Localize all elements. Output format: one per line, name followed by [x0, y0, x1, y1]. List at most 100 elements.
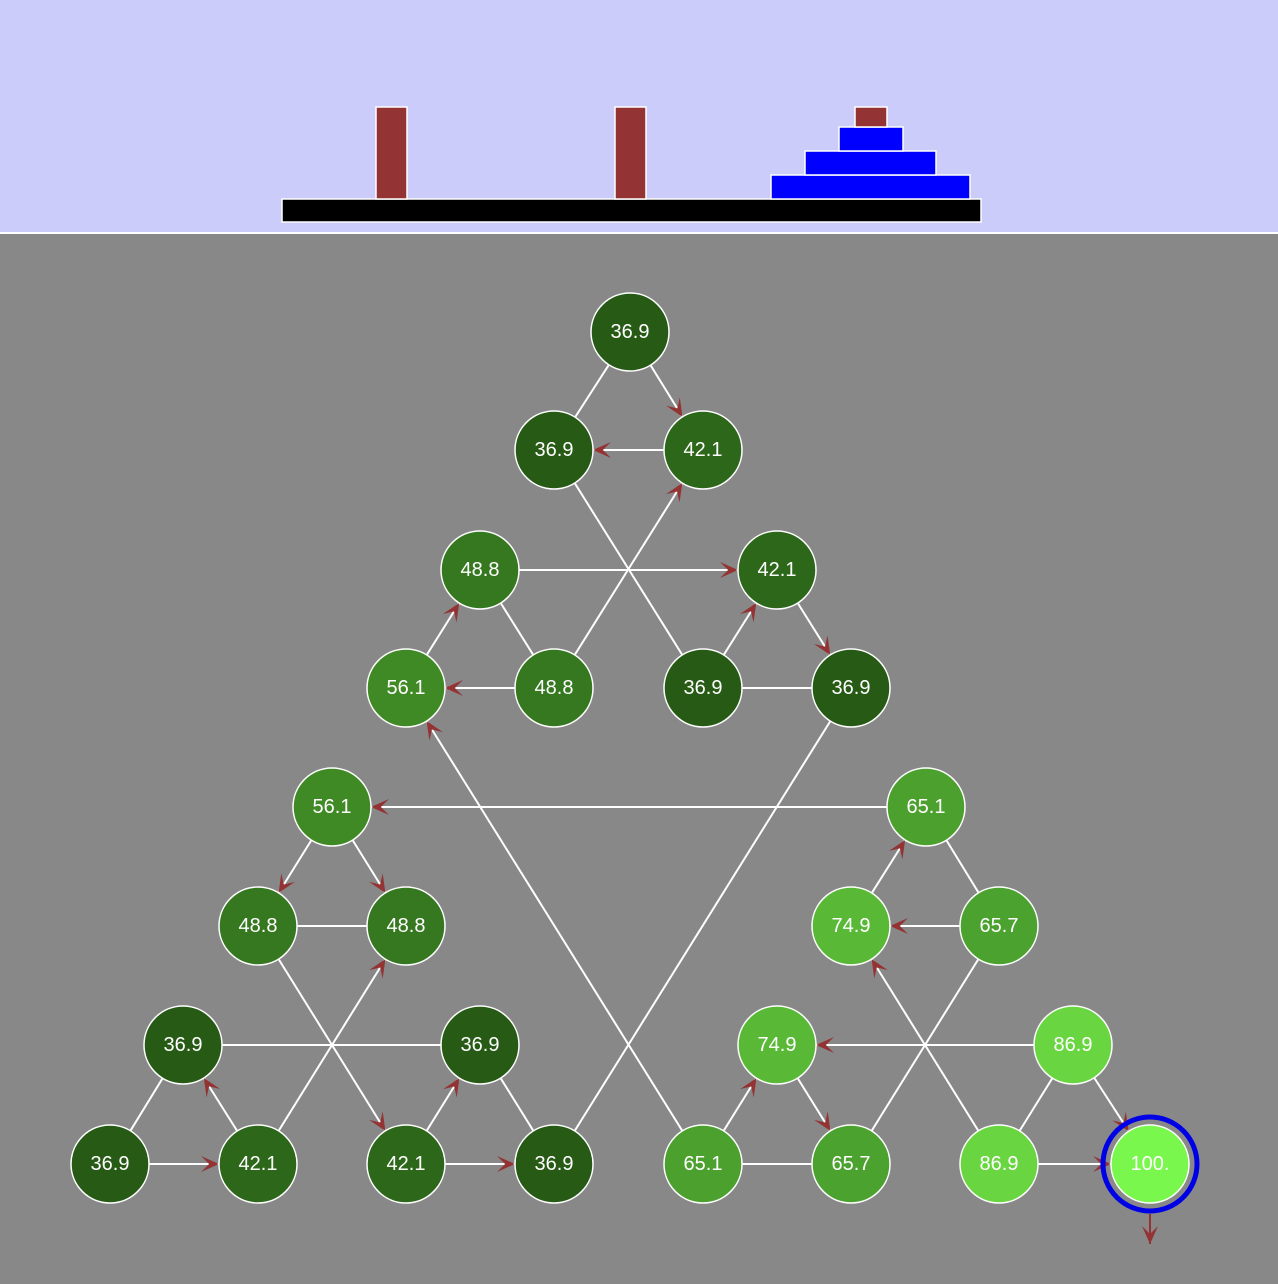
state-node-circle[interactable] [663, 1124, 743, 1204]
state-node[interactable]: 42.1 [737, 530, 817, 610]
state-node-value: 74.9 [832, 915, 871, 937]
state-node[interactable]: 42.1 [218, 1124, 298, 1204]
state-node-value: 36.9 [164, 1034, 203, 1056]
state-node-circle[interactable] [366, 648, 446, 728]
state-node-value: 86.9 [1054, 1034, 1093, 1056]
state-node[interactable]: 65.7 [811, 1124, 891, 1204]
state-node-circle[interactable] [811, 648, 891, 728]
state-node-circle[interactable] [590, 292, 670, 372]
state-node[interactable]: 36.9 [143, 1005, 223, 1085]
move-arrow [497, 1156, 515, 1172]
peg-left[interactable] [375, 106, 408, 200]
peg-middle[interactable] [614, 106, 647, 200]
move-arrow [369, 1111, 386, 1131]
graph-edge [405, 687, 704, 1165]
state-node-circle[interactable] [737, 1005, 817, 1085]
move-arrow [443, 1078, 460, 1098]
state-node-circle[interactable] [366, 1124, 446, 1204]
state-node[interactable]: 56.1 [366, 648, 446, 728]
state-node[interactable]: 74.9 [737, 1005, 817, 1085]
state-node-value: 42.1 [684, 439, 723, 461]
move-arrow [871, 959, 888, 979]
disk-medium[interactable] [804, 150, 937, 176]
move-arrow [888, 839, 906, 860]
state-node-circle[interactable] [70, 1124, 150, 1204]
state-node-circle[interactable] [440, 530, 520, 610]
state-node[interactable]: 86.9 [1033, 1005, 1113, 1085]
state-node-circle[interactable] [143, 1005, 223, 1085]
state-node[interactable]: 48.8 [366, 886, 446, 966]
move-arrow [813, 635, 831, 655]
state-node-circle[interactable] [440, 1005, 520, 1085]
state-node-circle[interactable] [218, 886, 298, 966]
state-node[interactable]: 36.9 [514, 410, 594, 490]
state-node-value: 65.1 [684, 1153, 723, 1175]
state-node[interactable]: 48.8 [514, 648, 594, 728]
state-node-circle[interactable] [737, 530, 817, 610]
disk-smallest[interactable] [854, 106, 888, 128]
state-node[interactable]: 48.8 [440, 530, 520, 610]
state-node-value: 56.1 [313, 796, 352, 818]
state-node-value: 65.1 [907, 796, 946, 818]
state-node-value: 36.9 [684, 677, 723, 699]
state-node-circle[interactable] [514, 1124, 594, 1204]
move-arrow [739, 603, 757, 623]
state-node-circle[interactable] [811, 886, 891, 966]
state-node[interactable]: 100. [1100, 1114, 1200, 1214]
hanoi-board [281, 106, 982, 223]
selected-state-ring [1100, 1114, 1200, 1214]
state-node-value: 86.9 [980, 1153, 1019, 1175]
state-node-circle[interactable] [959, 1124, 1039, 1204]
state-node-value: 74.9 [758, 1034, 797, 1056]
state-node-value: 48.8 [535, 677, 574, 699]
graph-edge [553, 687, 852, 1165]
state-node-circle[interactable] [663, 648, 743, 728]
state-node[interactable]: 48.8 [218, 886, 298, 966]
move-arrow [369, 959, 386, 979]
state-node[interactable]: 56.1 [292, 767, 372, 847]
move-arrow [890, 918, 908, 934]
state-node[interactable]: 74.9 [811, 886, 891, 966]
state-node-circle[interactable] [514, 410, 594, 490]
state-node-circle[interactable] [886, 767, 966, 847]
state-node[interactable]: 65.7 [959, 886, 1039, 966]
state-node[interactable]: 36.9 [70, 1124, 150, 1204]
state-node-value: 42.1 [387, 1153, 426, 1175]
state-node-circle[interactable] [811, 1124, 891, 1204]
state-node-circle[interactable] [1110, 1124, 1190, 1204]
state-node-value: 42.1 [758, 559, 797, 581]
state-node[interactable]: 65.1 [663, 1124, 743, 1204]
state-node-value: 48.8 [387, 915, 426, 937]
state-node[interactable]: 36.9 [514, 1124, 594, 1204]
move-arrow [814, 1111, 831, 1131]
state-node-value: 36.9 [611, 321, 650, 343]
state-node-circle[interactable] [1033, 1005, 1113, 1085]
state-node-value: 42.1 [239, 1153, 278, 1175]
move-arrow [666, 397, 683, 417]
move-arrow [445, 680, 463, 696]
state-node[interactable]: 65.1 [886, 767, 966, 847]
state-node[interactable]: 36.9 [811, 648, 891, 728]
state-node-value: 48.8 [239, 915, 278, 937]
state-node[interactable]: 42.1 [663, 410, 743, 490]
disk-small[interactable] [838, 126, 904, 152]
state-node-value: 36.9 [535, 439, 574, 461]
state-node[interactable]: 86.9 [959, 1124, 1039, 1204]
state-node-circle[interactable] [959, 886, 1039, 966]
state-node-value: 65.7 [980, 915, 1019, 937]
disk-large[interactable] [770, 174, 971, 200]
state-node[interactable]: 42.1 [366, 1124, 446, 1204]
state-node-circle[interactable] [366, 886, 446, 966]
state-node-circle[interactable] [218, 1124, 298, 1204]
state-node-circle[interactable] [292, 767, 372, 847]
state-node[interactable]: 36.9 [590, 292, 670, 372]
state-node-value: 36.9 [461, 1034, 500, 1056]
state-node-circle[interactable] [663, 410, 743, 490]
state-node-value: 100. [1131, 1153, 1170, 1175]
state-node-value: 48.8 [461, 559, 500, 581]
state-node-circle[interactable] [514, 648, 594, 728]
state-node[interactable]: 36.9 [440, 1005, 520, 1085]
hanoi-base [281, 198, 982, 223]
move-arrow [201, 1156, 219, 1172]
state-node[interactable]: 36.9 [663, 648, 743, 728]
